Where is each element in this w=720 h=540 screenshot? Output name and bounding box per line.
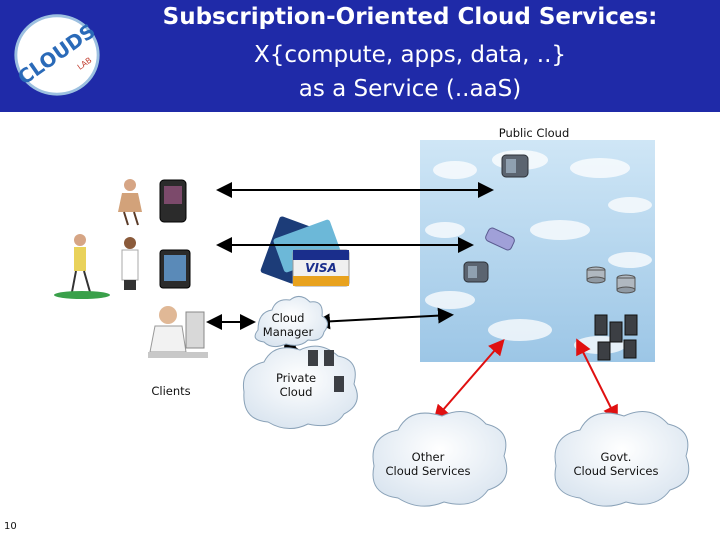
database-icon	[586, 266, 636, 294]
page-title: Subscription-Oriented Cloud Services:	[162, 4, 658, 30]
business-woman-image	[118, 179, 142, 226]
govt-cloud-services-label: Govt. Cloud Services	[573, 450, 659, 478]
federation-arrow	[433, 338, 505, 422]
clients-label: Clients	[151, 384, 191, 398]
usb-drive-icon	[485, 227, 515, 251]
manager-cloud-arrow	[314, 307, 454, 330]
server-icon	[501, 154, 529, 178]
office-worker-image	[148, 306, 208, 358]
public-cloud-panel	[420, 140, 655, 362]
smartphone-icon	[159, 179, 187, 223]
cloud-manager-label: Cloud Manager	[262, 311, 314, 339]
title-banner: CLOUDS LAB Subscription-Oriented Cloud S…	[0, 0, 720, 112]
cloud-manager-cloud	[254, 296, 328, 348]
visa-card-text: VISA	[305, 261, 337, 275]
page-subtitle-line2: as a Service (..aaS)	[298, 76, 522, 102]
other-cloud-services-cloud	[372, 411, 508, 507]
page-number: 10	[4, 521, 17, 532]
public-cloud-label: Public Cloud	[499, 126, 570, 140]
credit-cards-image: VISA	[260, 216, 350, 287]
tablet-icon	[159, 249, 191, 289]
federation-arrow	[576, 338, 618, 422]
private-cloud-label: Private Cloud	[275, 371, 317, 399]
private-cloud	[242, 345, 358, 429]
server-icon	[463, 261, 489, 283]
doctor-image	[121, 237, 139, 290]
page-subtitle-line1: X{compute, apps, data, ..}	[253, 42, 567, 68]
other-cloud-services-label: Other Cloud Services	[385, 450, 471, 478]
clouds-lab-logo: CLOUDS LAB	[14, 14, 100, 96]
govt-cloud-services-cloud	[554, 411, 690, 507]
golfer-image	[54, 234, 110, 299]
